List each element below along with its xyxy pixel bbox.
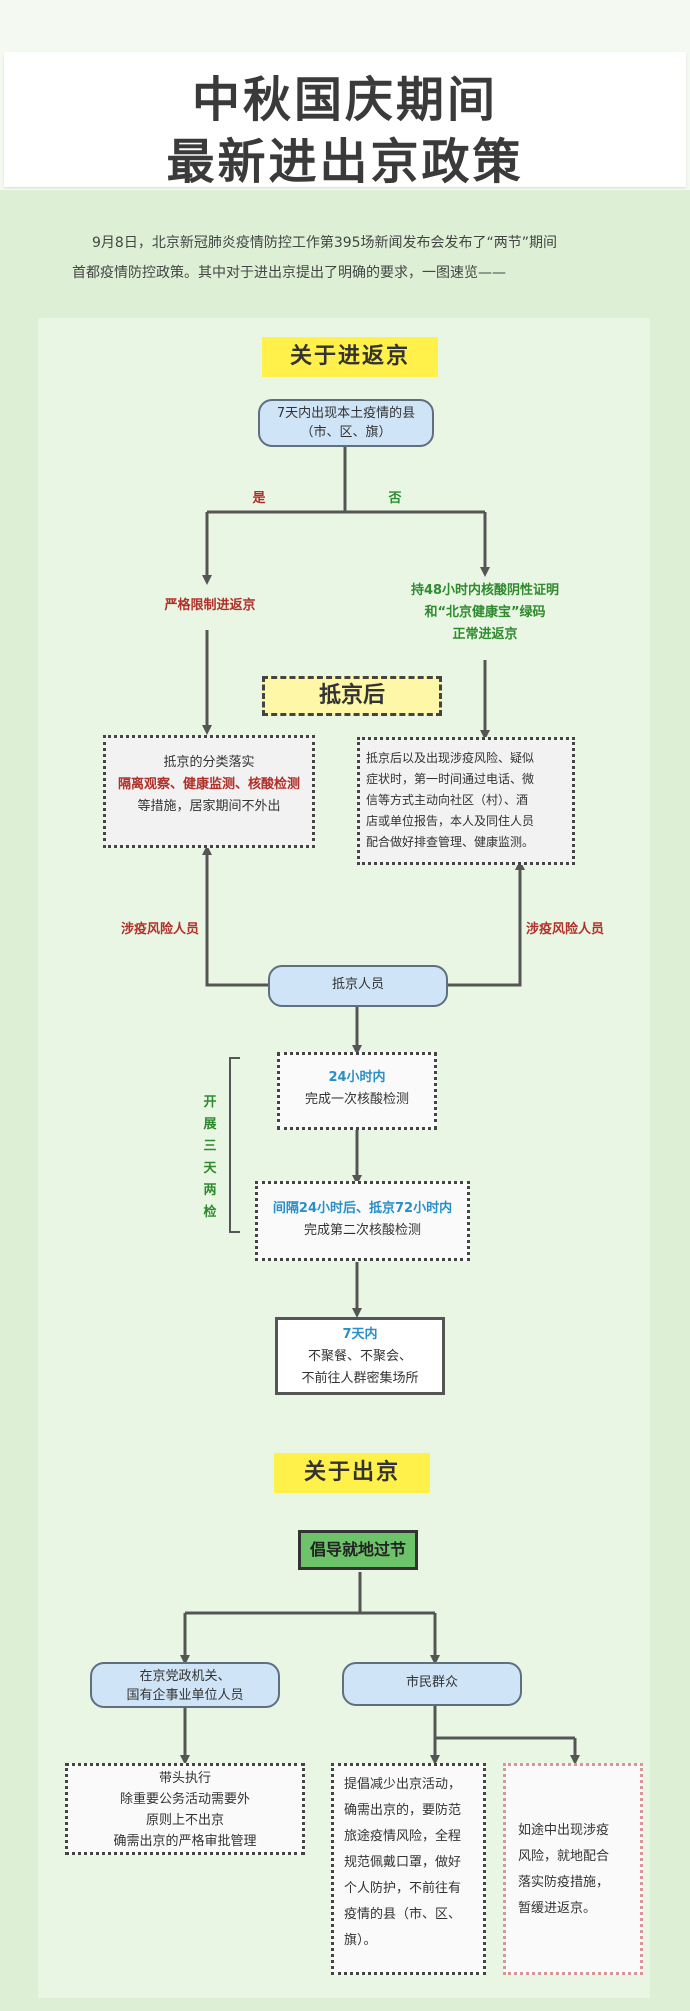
page-title-line1: 中秋国庆期间	[191, 72, 498, 128]
section-banner-entering: 关于进返京	[262, 337, 438, 377]
side-char-6: 检	[203, 1205, 217, 1220]
red-box-line4: 暂缓进返京。	[518, 1901, 597, 1916]
intro-text: 9月8日，北京新冠肺炎疫情防控工作第395场新闻发布会发布了“两节”期间 首都疫…	[72, 228, 632, 288]
right-box-line5: 配合做好排查管理、健康监测。	[366, 835, 535, 849]
red-box-line1: 如途中出现涉疫	[518, 1823, 610, 1838]
travel-risk-box: 如途中出现涉疫 风险，就地配合 落实防疫措施， 暂缓进返京。	[503, 1763, 643, 1975]
citizen-box-line3: 旅途疫情风险，全程	[344, 1829, 462, 1844]
no-label: 否	[388, 491, 402, 506]
start-condition-pill: 7天内出现本土疫情的县 （市、区、旗）	[258, 399, 434, 447]
side-char-3: 三	[203, 1139, 217, 1154]
start-line1: 7天内出现本土疫情的县	[276, 406, 416, 421]
no-result-line3: 正常进返京	[452, 627, 518, 642]
no-result-line1: 持48小时内核酸阴性证明	[410, 583, 560, 598]
yes-result-text: 严格限制进返京	[164, 598, 256, 613]
seven-days-box: 7天内 不聚餐、不聚会、 不前往人群密集场所	[275, 1317, 445, 1395]
arrivals-pill: 抵京人员	[268, 965, 448, 1007]
no-result-text: 持48小时内核酸阴性证明 和“北京健康宝”绿码 正常进返京	[385, 580, 585, 646]
test2-line1: 间隔24小时后、抵京72小时内	[272, 1201, 453, 1216]
title-card: 中秋国庆期间 最新进出京政策	[4, 52, 686, 190]
citizen-box-line7: 旗）。	[344, 1933, 377, 1948]
left-box-line1: 抵京的分类落实	[163, 755, 255, 770]
no-result-line2: 和“北京健康宝”绿码	[424, 605, 546, 620]
risk-label-left: 涉疫风险人员	[120, 922, 199, 937]
intro-line1: 9月8日，北京新冠肺炎疫情防控工作第395场新闻发布会发布了“两节”期间	[92, 235, 558, 251]
right-box-line1: 抵京后以及出现涉疫风险、疑似	[366, 751, 535, 765]
risk-label-right: 涉疫风险人员	[525, 922, 604, 937]
side-char-4: 天	[203, 1161, 217, 1176]
red-box-line2: 风险，就地配合	[518, 1849, 610, 1864]
left-box-line3: 等措施，居家期间不外出	[137, 799, 281, 814]
party-rules-box: 带头执行 除重要公务活动需要外 原则上不出京 确需出京的严格审批管理	[65, 1763, 305, 1855]
connector-arrivals-right	[448, 860, 525, 987]
connector-arrivals-left	[202, 845, 270, 987]
citizen-advice-box: 提倡减少出京活动， 确需出京的，要防范 旅途疫情风险，全程 规范佩戴口罩，做好 …	[331, 1763, 486, 1975]
side-char-5: 两	[203, 1183, 217, 1198]
content-card	[38, 318, 650, 1998]
test1-line2: 完成一次核酸检测	[304, 1092, 409, 1107]
party-box-line2: 除重要公务活动需要外	[119, 1792, 250, 1807]
second-test-box: 间隔24小时后、抵京72小时内 完成第二次核酸检测	[255, 1181, 470, 1261]
test1-line1: 24小时内	[328, 1070, 386, 1085]
side-label-three-days-two-tests: 开 展 三 天 两 检	[198, 1092, 222, 1224]
page-title-line2: 最新进出京政策	[166, 134, 524, 190]
party-staff-pill: 在京党政机关、 国有企事业单位人员	[90, 1662, 280, 1708]
citizen-box-line1: 提倡减少出京活动，	[344, 1777, 462, 1792]
left-measures-box: 抵京的分类落实 隔离观察、健康监测、核酸检测 等措施，居家期间不外出	[103, 735, 315, 848]
side-char-2: 展	[203, 1117, 217, 1132]
red-box-line3: 落实防疫措施，	[518, 1875, 610, 1890]
intro-line2: 首都疫情防控政策。其中对于进出京提出了明确的要求，一图速览——	[72, 265, 506, 281]
party-line1: 在京党政机关、	[139, 1669, 231, 1684]
right-box-line2: 症状时，第一时间通过电话、微	[366, 772, 535, 786]
citizen-box-line6: 疫情的县（市、区、	[344, 1907, 462, 1922]
party-box-line3: 原则上不出京	[145, 1813, 224, 1828]
right-box-line4: 店或单位报告，本人及同住人员	[366, 814, 535, 828]
seven-line3: 不前往人群密集场所	[301, 1371, 419, 1386]
party-line2: 国有企事业单位人员	[126, 1688, 244, 1703]
test2-line2: 完成第二次核酸检测	[303, 1223, 421, 1238]
citizens-pill: 市民群众	[342, 1662, 522, 1706]
party-box-line1: 带头执行	[158, 1771, 211, 1786]
right-report-box: 抵京后以及出现涉疫风险、疑似 症状时，第一时间通过电话、微 信等方式主动向社区（…	[357, 737, 575, 865]
party-box-line4: 确需出京的严格审批管理	[113, 1834, 257, 1849]
first-test-box: 24小时内 完成一次核酸检测	[277, 1052, 437, 1130]
yes-label: 是	[252, 491, 266, 506]
seven-line1: 7天内	[342, 1327, 378, 1342]
side-char-1: 开	[203, 1095, 217, 1110]
left-box-line2: 隔离观察、健康监测、核酸检测	[117, 777, 300, 792]
start-line2: （市、区、旗）	[300, 425, 392, 440]
citizen-box-line2: 确需出京的，要防范	[344, 1803, 462, 1818]
after-arrival-banner: 抵京后	[262, 676, 442, 716]
right-box-line3: 信等方式主动向社区（村）、酒	[366, 793, 529, 807]
citizen-box-line5: 个人防护，不前往有	[344, 1881, 462, 1896]
citizen-box-line4: 规范佩戴口罩，做好	[344, 1855, 462, 1870]
section-banner-leaving: 关于出京	[274, 1453, 430, 1493]
advocate-box: 倡导就地过节	[298, 1530, 418, 1570]
seven-line2: 不聚餐、不聚会、	[307, 1349, 412, 1364]
side-bracket	[229, 1057, 240, 1233]
